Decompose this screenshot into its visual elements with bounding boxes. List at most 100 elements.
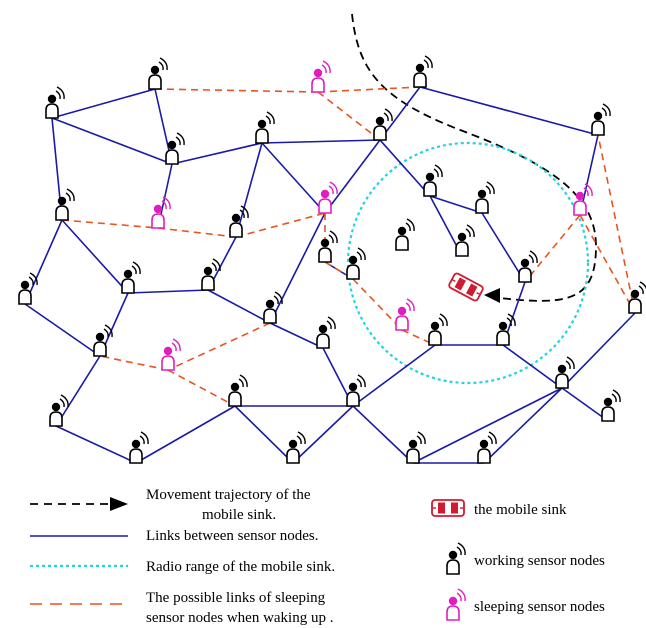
working-sensor-node-icon [129, 431, 149, 464]
legend-sink-label: the mobile sink [474, 502, 567, 518]
legend-trajectory-label-1: Movement trajectory of the [146, 487, 311, 503]
sensor-link [51, 117, 173, 165]
sensor-link [235, 142, 263, 238]
trajectory-layer [351, 13, 597, 303]
working-sensor-node-icon [93, 324, 113, 357]
sleeping-sensor-node-icon [395, 298, 415, 331]
sleeping-sensor-node-icon [151, 196, 171, 229]
sensor-link [352, 405, 414, 464]
working-sensor-node-icon [555, 356, 575, 389]
sensor-link [561, 312, 636, 389]
working-sensor-node-icon [165, 132, 185, 165]
legend-symbols [30, 497, 466, 621]
working-sensor-node-icon [496, 313, 516, 346]
possible-link [154, 88, 319, 93]
possible-link [317, 91, 381, 141]
working-sensor-node-icon [413, 55, 433, 88]
possible-link [167, 322, 271, 371]
working-sensor-node-icon [591, 103, 611, 136]
mobile-sink-icon [448, 272, 484, 302]
working-sensor-node-icon [406, 431, 426, 464]
working-sensor-node-icon [395, 218, 415, 251]
legend-sleeping-sensor-node-icon [446, 588, 466, 621]
sensor-link [561, 387, 609, 422]
working-sensor-node-icon [45, 86, 65, 119]
possible-link [167, 369, 236, 407]
possible-link [61, 219, 159, 229]
sleeping-sensor-node-icon [311, 60, 331, 93]
sensor-link [261, 142, 326, 214]
working-sensor-node-icon [121, 261, 141, 294]
working-sensor-node-icon [475, 181, 495, 214]
possible-links-layer [61, 86, 636, 407]
working-sensor-node-icon [601, 389, 621, 422]
sensor-link [261, 139, 381, 144]
sensor-link [127, 289, 209, 294]
working-sensor-node-icon [263, 291, 283, 324]
working-sensor-node-icon [428, 313, 448, 346]
legend-radio-label: Radio range of the mobile sink. [146, 559, 335, 575]
sleeping-sensor-node-icon [573, 183, 593, 216]
working-sensor-node-icon [286, 431, 306, 464]
sensor-link [171, 142, 263, 165]
legend-mobile-sink-icon [431, 499, 465, 517]
possible-link [99, 355, 169, 371]
legend-possible-label-2: sensor nodes when waking up . [146, 610, 333, 626]
working-sensor-node-icon [229, 205, 249, 238]
sensor-link [269, 322, 324, 349]
sleeping-sensor-node-icon [161, 338, 181, 371]
legend-possible-label-1: The possible links of sleeping [146, 590, 326, 606]
sensor-link [292, 405, 354, 464]
legend-trajectory-label-2: mobile sink. [202, 507, 276, 523]
sensor-link [324, 139, 381, 214]
sensor-link [269, 212, 326, 324]
working-sensor-node-icon [316, 316, 336, 349]
sensor-link [135, 405, 236, 464]
sensor-link [207, 289, 271, 324]
working-sensor-node-icon [228, 374, 248, 407]
working-sensor-node-icon [455, 224, 475, 257]
trajectory-path [351, 13, 597, 302]
legend-sleeping-label: sleeping sensor nodes [474, 599, 605, 615]
sensor-link [51, 88, 156, 119]
possible-link [235, 212, 326, 238]
possible-link [317, 86, 421, 93]
trajectory-arrowhead [484, 288, 500, 303]
sleeping-sensor-node-icon [318, 181, 338, 214]
sink-layer [448, 272, 484, 302]
working-sensor-node-icon [477, 431, 497, 464]
sensor-link [429, 195, 483, 214]
legend-trajectory-arrowhead [110, 497, 128, 511]
legend: Movement trajectory of the mobile sink. … [30, 487, 605, 626]
working-sensor-node-icon [255, 111, 275, 144]
sensor-link [481, 212, 526, 283]
sensor-link [24, 303, 101, 357]
legend-links-label: Links between sensor nodes. [146, 528, 318, 544]
working-sensor-node-icon [346, 374, 366, 407]
working-sensor-node-icon [148, 57, 168, 90]
working-sensor-node-icon [18, 272, 38, 305]
sensor-link [55, 355, 101, 427]
possible-link [157, 227, 237, 238]
working-sensor-node-icon [201, 258, 221, 291]
working-sensor-node-icon [518, 250, 538, 283]
radio-range-layer [346, 141, 590, 385]
working-sensor-node-icon [318, 230, 338, 263]
sensor-link [352, 344, 436, 407]
working-sensor-node-icon [423, 164, 443, 197]
sensor-link [412, 387, 563, 464]
possible-link [352, 278, 403, 331]
sensor-link [419, 86, 599, 136]
working-sensor-node-icon [373, 108, 393, 141]
links-layer [24, 86, 636, 464]
possible-link [597, 134, 636, 314]
working-sensor-node-icon [55, 188, 75, 221]
radio-range-circle [346, 141, 590, 385]
sensor-link [55, 425, 137, 464]
sensor-link [379, 139, 431, 197]
working-sensor-node-icon [346, 247, 366, 280]
possible-link [579, 214, 636, 314]
sensor-link [234, 405, 294, 464]
nodes-layer [18, 55, 646, 464]
